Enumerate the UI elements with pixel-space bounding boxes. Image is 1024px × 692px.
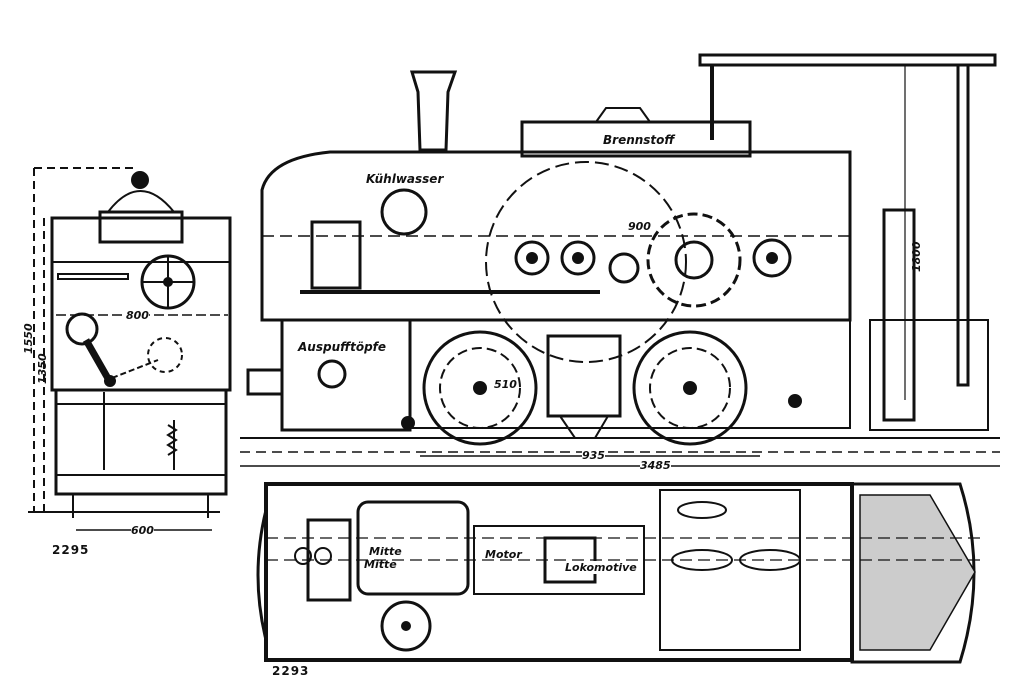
figure-number-front: 2295: [52, 543, 90, 557]
length-dimension: 3485: [640, 459, 671, 472]
wheel-dimension: 510: [494, 378, 517, 391]
locomotive-label: Lokomotive: [565, 561, 637, 574]
side-view: [240, 53, 1000, 467]
center-label-2: Mitte: [364, 558, 397, 571]
plan-view: [256, 482, 980, 664]
cab-height-dimension: 1800: [910, 241, 923, 272]
fuel-label: Brennstoff: [603, 133, 675, 147]
wheelbase-dimension: 935: [582, 449, 605, 462]
motor-label: Motor: [485, 548, 522, 561]
center-label-1: Mitte: [369, 545, 402, 558]
height-body-dimension: 1350: [36, 353, 49, 384]
height-total-dimension: 1550: [22, 323, 35, 354]
front-view: [28, 167, 232, 531]
figure-number-plan: 2293: [272, 664, 310, 678]
cooling-water-label: Kühlwasser: [366, 172, 444, 186]
exhaust-label: Auspufftöpfe: [298, 340, 387, 354]
gauge-dimension: 600: [131, 524, 154, 537]
width-body-dimension: 800: [126, 309, 149, 322]
flywheel-dimension: 900: [628, 220, 651, 233]
